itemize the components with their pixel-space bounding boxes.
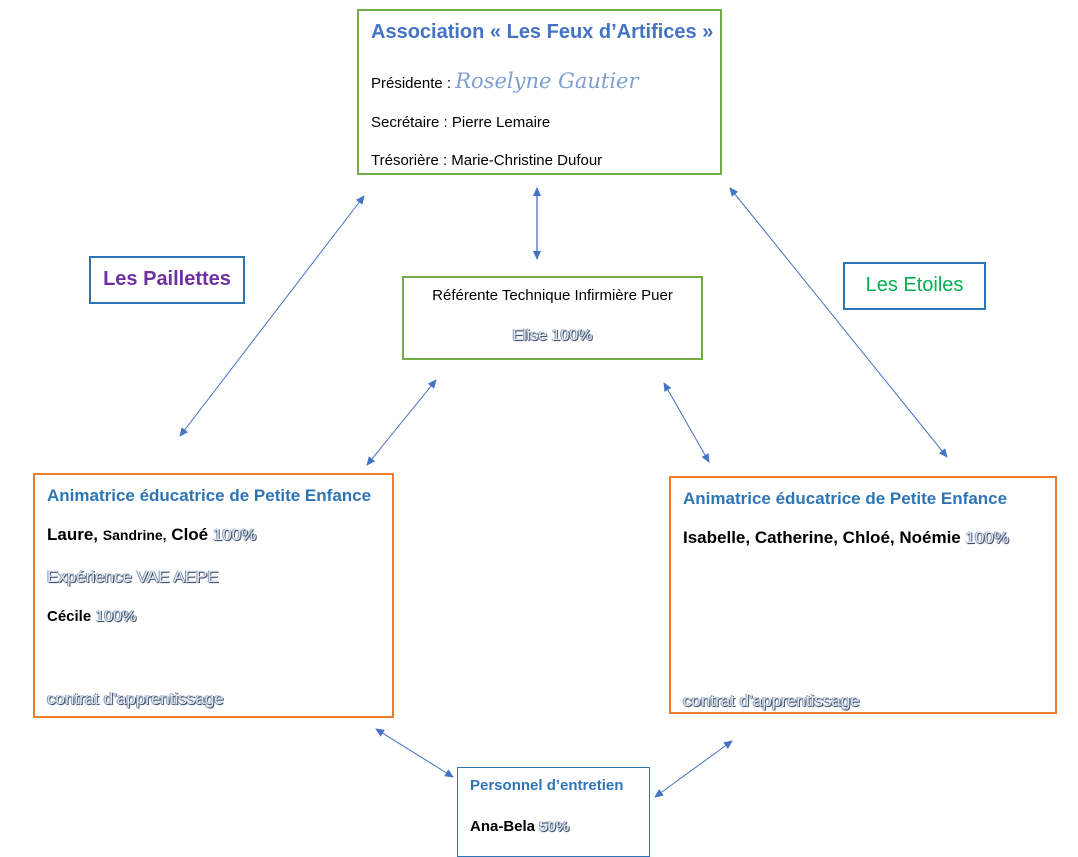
left-name-cloe: Cloé (171, 525, 209, 544)
arrow-referent-right-team (663, 382, 710, 463)
paillettes-label: Les Paillettes (103, 268, 231, 290)
secretary-line: Secrétaire : Pierre Lemaire (371, 114, 551, 131)
president-label: Présidente : (371, 75, 452, 92)
arrow-right-team-maintenance (654, 740, 733, 798)
left-team-pct: 100% (212, 525, 257, 544)
maintenance-title: Personnel d’entretien (470, 777, 624, 794)
arrow-assoc-left-team (179, 195, 365, 437)
maintenance-line: Ana-Bela 50% (470, 818, 569, 835)
left-experience: Expérience VAE AEPE (47, 567, 219, 586)
maintenance-name: Ana-Bela (470, 818, 536, 835)
association-title: Association « Les Feux d’Artifices » (371, 21, 714, 43)
left-name-cecile: Cécile (47, 608, 92, 625)
referent-title: Référente Technique Infirmière Puer (432, 287, 673, 304)
arrow-assoc-right-team (729, 187, 948, 458)
president-name: Roselyne Gautier (455, 69, 639, 93)
left-contract: contrat d’apprentissage (47, 689, 224, 708)
right-team-pct: 100% (965, 528, 1009, 547)
maintenance-box: Personnel d’entretien Ana-Bela 50% (457, 767, 650, 857)
left-name-laure: Laure, (47, 525, 99, 544)
treasurer-line: Trésorière : Marie-Christine Dufour (371, 152, 603, 169)
left-team-box: Animatrice éducatrice de Petite Enfance … (33, 473, 394, 718)
left-cecile-line: Cécile 100% (47, 608, 136, 626)
right-team-names: Isabelle, Catherine, Chloé, Noémie 100% (683, 528, 1009, 548)
referent-name: Elise 100% (512, 327, 593, 344)
left-name-sandrine: Sandrine, (102, 527, 167, 543)
arrow-referent-left-team (366, 379, 437, 466)
etoiles-label-box: Les Etoiles (843, 262, 986, 310)
association-box: Association « Les Feux d’Artifices » Pré… (357, 9, 722, 175)
president-line: Présidente : Roselyne Gautier (371, 69, 639, 93)
left-team-names: Laure, Sandrine, Cloé 100% (47, 525, 256, 545)
right-names: Isabelle, Catherine, Chloé, Noémie (683, 528, 961, 547)
maintenance-pct: 50% (539, 818, 570, 835)
left-team-title: Animatrice éducatrice de Petite Enfance (47, 486, 372, 505)
right-contract: contrat d’apprentissage (683, 691, 860, 710)
etoiles-label: Les Etoiles (865, 274, 964, 296)
connector-arrows (179, 187, 948, 798)
referent-box: Référente Technique Infirmière Puer Elis… (402, 276, 703, 360)
arrow-left-team-maintenance (375, 728, 454, 778)
right-team-box: Animatrice éducatrice de Petite Enfance … (669, 476, 1057, 714)
left-cecile-pct: 100% (95, 608, 137, 625)
paillettes-label-box: Les Paillettes (89, 256, 245, 304)
right-team-title: Animatrice éducatrice de Petite Enfance (683, 489, 1008, 508)
